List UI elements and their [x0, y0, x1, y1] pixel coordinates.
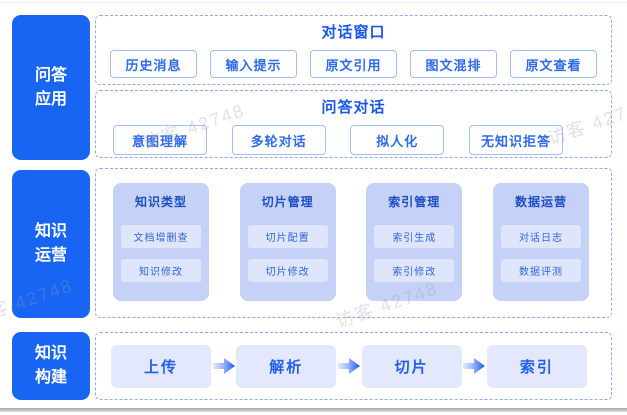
- dialog-window-buttons-row: 历史消息 输入提示 原文引用 图文混排 原文查看: [110, 50, 597, 78]
- card-index-management: 索引管理 索引生成 索引修改: [366, 183, 463, 301]
- knowledge-construction-panel: 上传 解析 切片 索引: [95, 332, 612, 400]
- data-evaluation-item: 数据评测: [500, 259, 581, 282]
- slice-config-item: 切片配置: [247, 225, 328, 248]
- index-edit-item: 索引修改: [374, 259, 455, 282]
- group-title-qa-dialog: 问答对话: [321, 99, 386, 116]
- source-view-button: 原文查看: [510, 50, 597, 78]
- section-label-knowledge-construction: 知识构建: [12, 332, 90, 400]
- doc-crud-item: 文档增删查: [121, 225, 201, 248]
- flow-step-parse: 解析: [236, 344, 337, 388]
- top-divider: [0, 2, 627, 3]
- knowledge-operations-panel: 知识类型 文档增删查 知识修改 切片管理 切片配置 切片修改 索引管理 索引生成…: [95, 168, 612, 318]
- image-text-layout-button: 图文混排: [410, 50, 497, 78]
- history-messages-button: 历史消息: [110, 50, 197, 78]
- flow-step-slice: 切片: [361, 344, 462, 388]
- no-knowledge-rejection-button: 无知识拒答: [468, 125, 563, 155]
- index-generate-item: 索引生成: [374, 225, 455, 248]
- flow-step-upload: 上传: [111, 344, 211, 388]
- section-label-knowledge-operations: 知识运营: [12, 170, 90, 318]
- operations-cards-row: 知识类型 文档增删查 知识修改 切片管理 切片配置 切片修改 索引管理 索引生成…: [96, 169, 611, 301]
- card-title: 知识类型: [134, 195, 187, 209]
- card-data-operations: 数据运营 对话日志 数据评测: [492, 183, 589, 301]
- section-label-text: 问答应用: [34, 66, 67, 108]
- section-label-text: 知识运营: [34, 223, 67, 264]
- input-prompt-button: 输入提示: [210, 50, 297, 78]
- knowledge-edit-item: 知识修改: [121, 259, 201, 282]
- flow-step-index: 索引: [486, 344, 587, 388]
- group-title-dialog-window: 对话窗口: [321, 24, 386, 41]
- qa-dialog-buttons-row: 意图理解 多轮对话 拟人化 无知识拒答: [113, 125, 563, 155]
- intent-understanding-button: 意图理解: [113, 125, 207, 155]
- dialog-window-group: 对话窗口 历史消息 输入提示 原文引用 图文混排 原文查看: [95, 15, 612, 85]
- section-label-text: 知识构建: [34, 345, 67, 386]
- qa-dialog-group: 问答对话 意图理解 多轮对话 拟人化 无知识拒答: [95, 90, 612, 158]
- card-knowledge-type: 知识类型 文档增删查 知识修改: [113, 183, 209, 301]
- dialog-log-item: 对话日志: [500, 225, 581, 248]
- bottom-divider: [0, 408, 627, 412]
- card-title: 切片管理: [261, 195, 314, 209]
- arrow-right-icon: [212, 358, 235, 374]
- arrow-right-icon: [337, 358, 360, 374]
- slice-edit-item: 切片修改: [247, 259, 328, 282]
- personification-button: 拟人化: [350, 125, 445, 155]
- multi-turn-dialog-button: 多轮对话: [231, 125, 326, 155]
- card-title: 数据运营: [514, 195, 567, 209]
- section-label-qa-application: 问答应用: [12, 15, 90, 160]
- source-citation-button: 原文引用: [310, 50, 397, 78]
- card-title: 索引管理: [388, 195, 441, 209]
- arrow-right-icon: [463, 358, 486, 374]
- card-slice-management: 切片管理 切片配置 切片修改: [239, 183, 336, 301]
- construction-flow: 上传 解析 切片 索引: [96, 333, 611, 399]
